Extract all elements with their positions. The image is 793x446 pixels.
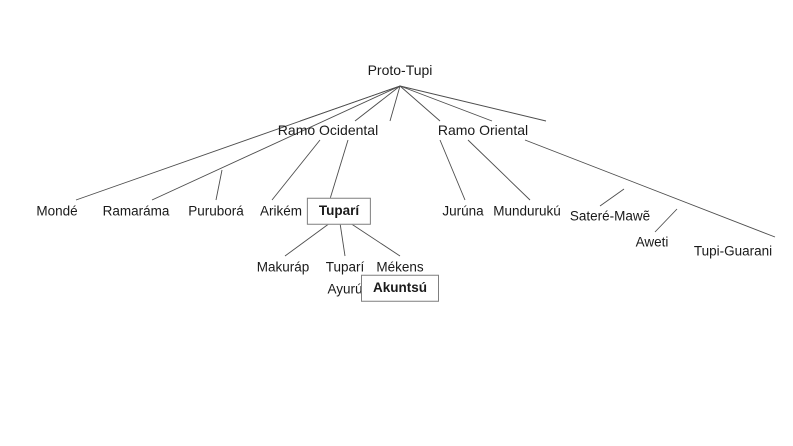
tree-node-aweti: Aweti — [635, 234, 669, 250]
tree-edge-main-diagonal-to-aweti — [654, 208, 678, 233]
tree-node-mekens: Mékens — [376, 259, 424, 275]
tree-node-proto-tupi: Proto-Tupi — [367, 62, 433, 78]
tree-edge-ramo-ocidental-to-arikem — [271, 139, 321, 201]
tree-edge-ramo-oriental-to-juruna — [439, 139, 466, 201]
tree-node-purubora: Puruborá — [188, 203, 244, 219]
tree-node-tupari-leaf: Tuparí — [325, 259, 365, 275]
tree-node-akuntsu-box[interactable]: Akuntsú — [361, 274, 439, 302]
tree-edge-tupari-box-to-tupari-leaf — [339, 222, 346, 257]
tree-node-mundurucu: Mundurukú — [493, 203, 561, 219]
tree-edge-proto-tupi-to-ramo-oriental — [399, 85, 441, 122]
tree-edge-ramo-ocidental-to-purubora — [215, 169, 223, 201]
tree-edge-proto-tupi-to-ramarama — [151, 85, 401, 201]
tree-edge-proto-tupi-to-oriental-mid — [399, 85, 493, 122]
tree-node-ramo-oriental: Ramo Oriental — [437, 122, 529, 138]
tree-node-ramo-ocidental: Ramo Ocidental — [277, 122, 379, 138]
tree-edge-ramo-oriental-to-mundurucu — [467, 139, 531, 201]
tree-edge-proto-tupi-to-oriental-right — [399, 85, 547, 122]
tree-node-satere-mawe: Sateré-Mawẽ — [569, 208, 651, 224]
tree-edge-tupari-box-to-makurap — [284, 222, 331, 257]
tree-node-tupari-box[interactable]: Tuparí — [306, 197, 372, 225]
tree-node-tupi-guarani: Tupi-Guarani — [693, 243, 773, 259]
tree-node-juruna: Jurúna — [442, 203, 484, 219]
tree-edge-main-diagonal-to-satere-mawe — [599, 188, 625, 207]
tree-edge-proto-tupi-to-ramo-ocidental — [299, 85, 401, 122]
tree-node-monde: Mondé — [36, 203, 78, 219]
tree-node-arikem: Arikém — [259, 203, 303, 219]
tree-node-ramarama: Ramaráma — [102, 203, 170, 219]
tree-edge-tupari-box-to-mekens — [349, 222, 401, 257]
tree-edge-proto-tupi-to-arikem-line — [389, 85, 401, 122]
tree-node-makurap: Makuráp — [256, 259, 310, 275]
tree-edge-proto-tupi-to-purubora-line — [354, 85, 401, 122]
tree-edge-ramo-oriental-to-tupi-guarani — [524, 139, 776, 238]
tree-edge-ramo-ocidental-to-tupari — [329, 139, 349, 200]
tree-node-ayuru: Ayurú — [327, 281, 363, 297]
